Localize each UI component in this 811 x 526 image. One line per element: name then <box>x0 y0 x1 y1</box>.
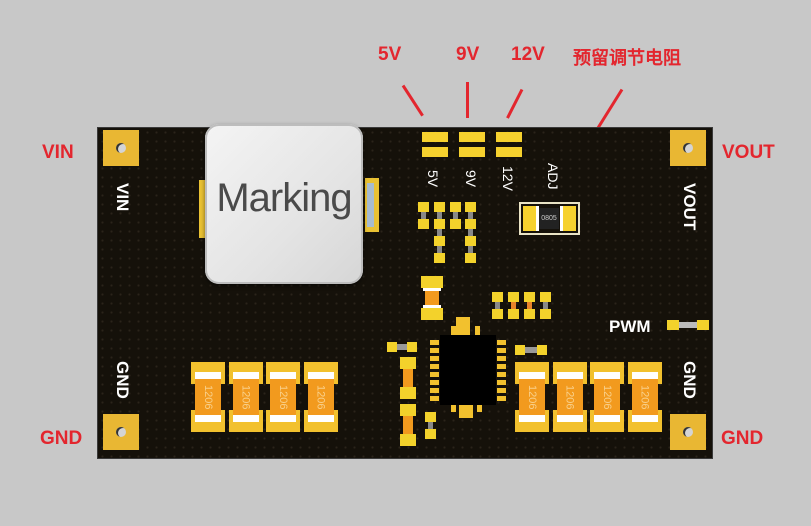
silk-pwm: PWM <box>609 317 651 336</box>
resistor-package-label: 1206 <box>270 379 296 415</box>
silk-5v: 5V <box>425 170 441 188</box>
bootstrap-capacitor <box>421 276 443 320</box>
small-capacitor <box>515 345 547 355</box>
callout-9v: 9V <box>456 44 480 65</box>
ic-pin <box>430 348 439 353</box>
callout-gnd-right: GND <box>721 428 764 449</box>
ic-tab-bottom-side <box>477 405 482 412</box>
callout-vin: VIN <box>42 142 74 163</box>
jumper-5v-pad-bottom <box>422 147 448 157</box>
feedback-resistor <box>418 202 429 229</box>
ic-pin <box>497 396 506 401</box>
vout-pad <box>670 130 706 166</box>
ic-pin <box>497 364 506 369</box>
ic-pin <box>430 364 439 369</box>
buck-controller-ic <box>440 335 496 405</box>
output-small-part <box>508 292 519 319</box>
output-resistor-1206: 1206 <box>515 362 549 432</box>
inductor-terminal-left <box>199 180 207 238</box>
input-resistor-1206: 1206 <box>266 362 300 432</box>
leader-12v <box>506 88 524 119</box>
silk-adj: ADJ <box>545 163 561 190</box>
output-small-part <box>524 292 535 319</box>
adj-resistor-label: 0805 <box>539 208 559 229</box>
output-small-part <box>492 292 503 319</box>
ic-pin <box>430 380 439 385</box>
resistor-package-label: 1206 <box>594 379 620 415</box>
ic-pin <box>497 380 506 385</box>
output-resistor-1206: 1206 <box>552 362 587 432</box>
silk-vout: VOUT <box>680 183 699 231</box>
leader-5v <box>401 84 424 117</box>
jumper-9v-pad-top <box>459 132 485 142</box>
ic-tab-top-side <box>451 326 456 335</box>
ic-pin <box>430 372 439 377</box>
output-resistor-1206: 1206 <box>590 362 624 432</box>
gnd-right-pad <box>670 414 706 450</box>
ic-pin <box>497 388 506 393</box>
ic-pin <box>497 348 506 353</box>
feedback-resistor <box>465 202 476 263</box>
callout-5v: 5V <box>378 44 402 65</box>
ic-tab-bottom <box>459 405 473 418</box>
ic-tab-top-side <box>475 326 480 335</box>
ic-pin <box>497 356 506 361</box>
adj-resistor-0805: 0805 <box>519 202 580 235</box>
callout-vout: VOUT <box>722 142 775 163</box>
silk-gnd-left: GND <box>113 361 132 399</box>
mounting-hole <box>116 143 126 153</box>
input-resistor-1206: 1206 <box>191 362 225 432</box>
resistor-package-label: 1206 <box>519 379 545 415</box>
callout-12v: 12V <box>511 44 545 65</box>
input-capacitor-small <box>400 357 416 399</box>
ic-pin <box>497 340 506 345</box>
resistor-package-label: 1206 <box>631 379 658 415</box>
inductor: Marking <box>205 124 363 284</box>
input-resistor-1206: 1206 <box>228 362 263 432</box>
feedback-resistor <box>434 202 445 263</box>
jumper-9v-pad-bottom <box>459 147 485 157</box>
resistor-package-label: 1206 <box>307 379 334 415</box>
ic-pin <box>430 388 439 393</box>
vin-pad <box>103 130 139 166</box>
callout-adj-note: 预留调节电阻 <box>573 48 681 68</box>
input-capacitor-small <box>400 404 416 446</box>
inductor-marking: Marking <box>216 176 352 220</box>
ic-pin <box>430 340 439 345</box>
leader-9v <box>466 82 469 118</box>
resistor-package-label: 1206 <box>195 379 221 415</box>
ic-tab-top <box>456 317 470 335</box>
inductor-terminal-right <box>365 178 379 232</box>
output-resistor-1206: 1206 <box>627 362 662 432</box>
silk-vin: VIN <box>113 183 132 212</box>
feedback-resistor <box>450 202 461 229</box>
ic-pin <box>430 356 439 361</box>
small-resistor <box>425 412 436 439</box>
jumper-12v-pad-bottom <box>496 147 522 157</box>
resistor-package-label: 1206 <box>232 379 259 415</box>
jumper-5v-pad-top <box>422 132 448 142</box>
ic-pin <box>497 372 506 377</box>
resistor-package-label: 1206 <box>556 379 583 415</box>
output-small-part <box>540 292 551 319</box>
ic-tab-bottom-side <box>451 405 456 412</box>
callout-gnd-left: GND <box>40 428 83 449</box>
silk-12v: 12V <box>500 166 516 191</box>
gnd-left-pad <box>103 414 139 450</box>
mounting-hole <box>683 427 693 437</box>
input-resistor-1206: 1206 <box>303 362 338 432</box>
silk-gnd-right: GND <box>680 361 699 399</box>
pwm-resistor <box>667 320 709 330</box>
mounting-hole <box>683 143 693 153</box>
silk-9v: 9V <box>463 170 479 188</box>
small-capacitor <box>387 342 417 352</box>
jumper-12v-pad-top <box>496 132 522 142</box>
mounting-hole <box>116 427 126 437</box>
ic-pin <box>430 396 439 401</box>
